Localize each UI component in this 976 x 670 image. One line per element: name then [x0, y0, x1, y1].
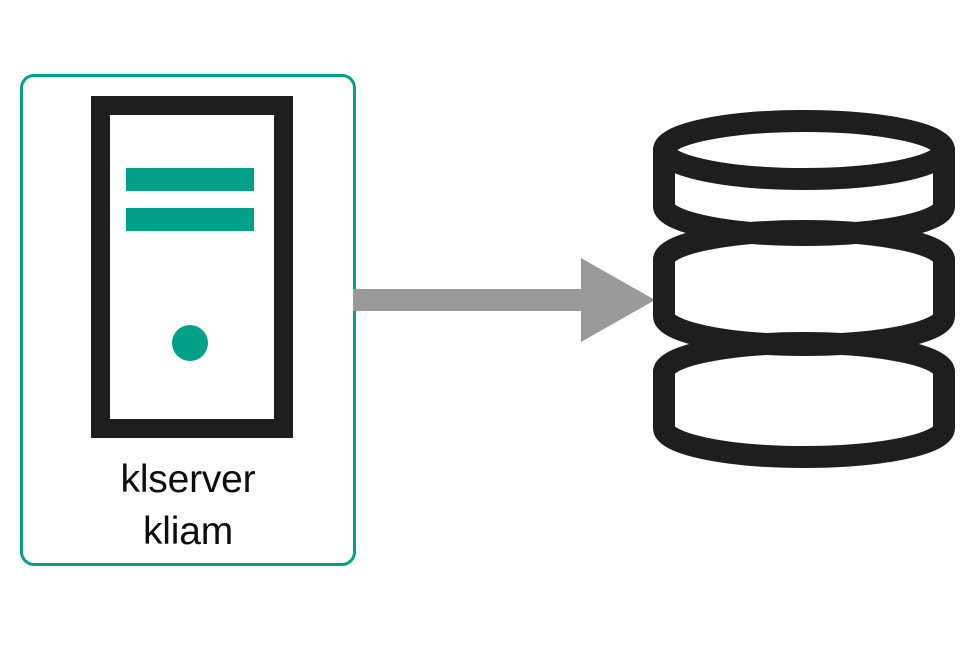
server-node-label-line-2: kliam: [142, 510, 233, 553]
server-node-label-line-1: klserver: [120, 458, 256, 501]
server-power-dot-icon: [172, 325, 208, 361]
server-chassis: [91, 96, 293, 438]
server-node-card[interactable]: klserver kliam: [20, 74, 356, 566]
database-disc-2-top-rim: [653, 220, 955, 271]
database-icon[interactable]: [652, 110, 956, 470]
server-drive-bay-bar-1: [126, 168, 254, 191]
flow-arrow-server-to-database[interactable]: [353, 252, 658, 348]
server-node-label: klserver kliam: [23, 454, 353, 558]
arrow-shape: [353, 258, 655, 342]
database-disc-3-body: [653, 361, 955, 468]
server-tower-icon: [91, 96, 293, 438]
database-disc-top-face: [653, 110, 955, 190]
database-disc-3-top-rim: [653, 332, 955, 383]
server-drive-bay-bar-2: [126, 208, 254, 231]
